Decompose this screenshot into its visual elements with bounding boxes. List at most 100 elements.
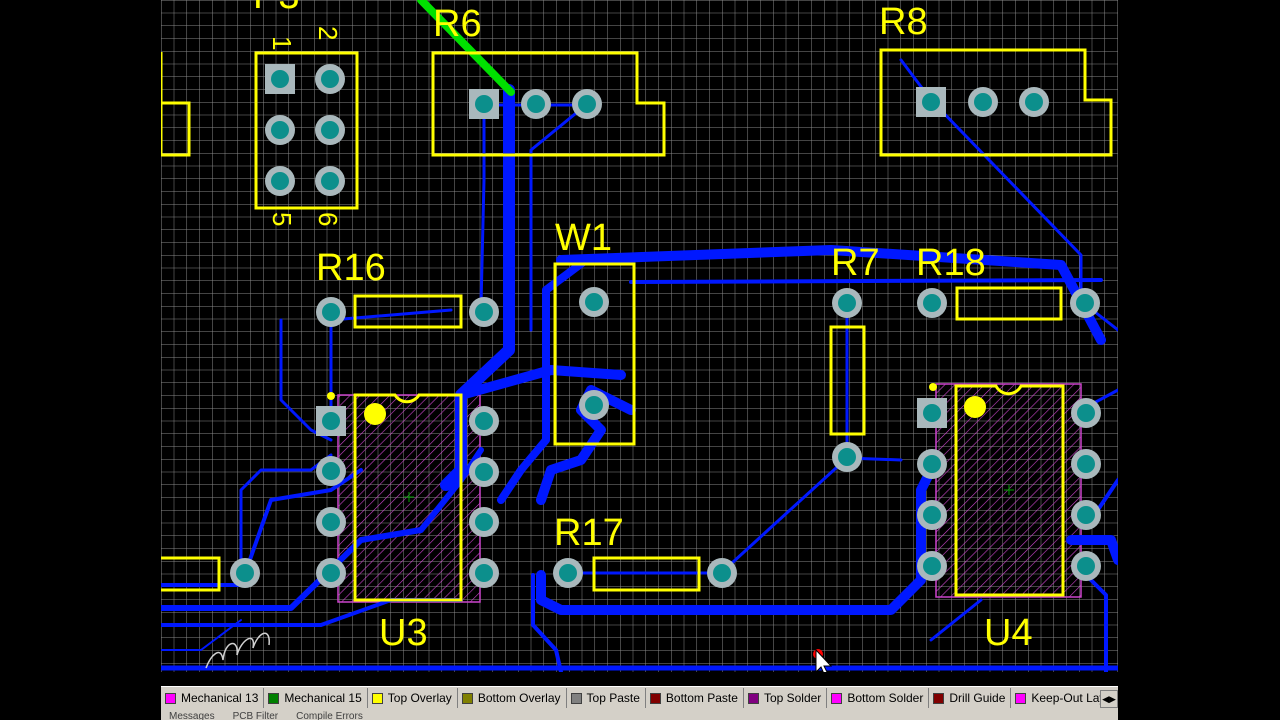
silkscreen (161, 48, 1113, 602)
pad-hole (923, 557, 941, 575)
layer-tab-label: Top Paste (586, 691, 640, 705)
designator-r18: R18 (916, 242, 986, 284)
panel-tab-messages[interactable]: Messages (169, 711, 215, 720)
layer-tab[interactable]: Drill Guide (929, 688, 1012, 708)
designator-r6: R6 (433, 3, 482, 45)
pad-hole (475, 463, 493, 481)
pad-hole (713, 564, 731, 582)
pad-hole (271, 121, 289, 139)
layer-tab-label: Top Overlay (387, 691, 452, 705)
u4-pin1-marker (964, 396, 986, 418)
layer-color-swatch (268, 692, 280, 704)
pad-hole (1077, 506, 1095, 524)
mouse-cursor-icon (815, 648, 833, 672)
pad-hole (527, 95, 545, 113)
pad-hole (585, 293, 603, 311)
pads[interactable] (230, 64, 1101, 588)
layer-tab-label: Mechanical 13 (181, 691, 259, 705)
designator-r7: R7 (831, 242, 880, 284)
layer-tab[interactable]: Bottom Solder (827, 688, 930, 708)
layer-color-swatch (371, 692, 383, 704)
pad-hole (838, 448, 856, 466)
u3-pin1-marker (364, 403, 386, 425)
layer-tab-label: Mechanical 15 (284, 691, 362, 705)
layer-color-swatch (1015, 692, 1027, 704)
pad-hole (974, 93, 992, 111)
layer-color-swatch (649, 692, 661, 704)
pad-hole (321, 121, 339, 139)
layer-color-swatch (831, 692, 843, 704)
pin-label-2: 2 (313, 26, 343, 40)
pad-hole (578, 95, 596, 113)
pad-hole (322, 513, 340, 531)
designator-u4: U4 (984, 612, 1033, 654)
layer-tab[interactable]: Top Solder (744, 688, 828, 708)
pad-hole (559, 564, 577, 582)
pin-label-6: 6 (313, 212, 343, 226)
u4-dot (929, 383, 937, 391)
designators: P3 R6 R8 W1 R16 R7 R18 R17 U3 U4 (253, 0, 1033, 654)
pad-hole (923, 404, 941, 422)
layer-tab[interactable]: Keep-Out Layer (1011, 688, 1118, 708)
layer-tab[interactable]: Mechanical 15 (264, 688, 368, 708)
pad-hole (923, 294, 941, 312)
layer-color-swatch (570, 692, 582, 704)
layer-tab-label: Keep-Out Layer (1031, 691, 1117, 705)
pcb-canvas[interactable]: P3 R6 R8 W1 R16 R7 R18 R17 U3 U4 1 2 5 6 (161, 0, 1118, 672)
panel-tab-pcb-filter[interactable]: PCB Filter (232, 711, 279, 720)
pin-labels: 1 2 5 6 (267, 26, 343, 226)
panel-tabs-bar: Messages PCB Filter Compile Errors (161, 708, 1118, 720)
layer-tab-label: Bottom Paste (665, 691, 738, 705)
pad-hole (585, 396, 603, 414)
component-origins (404, 485, 1014, 502)
pad-hole (1025, 93, 1043, 111)
pad-hole (475, 303, 493, 321)
designator-p: P3 (253, 0, 299, 17)
pin-label-5: 5 (267, 212, 297, 226)
layer-tab[interactable]: Top Overlay (368, 688, 458, 708)
pad-hole (271, 70, 289, 88)
pad-hole (322, 462, 340, 480)
pad-hole (475, 513, 493, 531)
layer-color-swatch (933, 692, 945, 704)
pad-hole (923, 455, 941, 473)
panel-tab-compile-errors[interactable]: Compile Errors (296, 711, 363, 720)
pad-hole (923, 506, 941, 524)
scroll-right-icon[interactable]: ◀▶ (1100, 690, 1118, 708)
layer-color-swatch (165, 692, 176, 704)
highlighted-track[interactable] (417, 0, 515, 96)
layer-tab-label: Bottom Solder (847, 691, 924, 705)
pad-hole (321, 70, 339, 88)
layer-tab-list: Mechanical 13 Mechanical 15 Top Overlay Bot… (161, 688, 1118, 708)
layer-tab-label: Top Solder (763, 691, 822, 705)
designator-r16: R16 (316, 247, 386, 289)
layer-tab[interactable]: Bottom Paste (646, 688, 744, 708)
annotation-scribble (205, 632, 270, 669)
layer-tab[interactable]: Bottom Overlay (458, 688, 567, 708)
pad-hole (322, 564, 340, 582)
pad-hole (922, 93, 940, 111)
pad-hole (322, 303, 340, 321)
designator-r17: R17 (554, 512, 624, 554)
pad-hole (475, 564, 493, 582)
layer-color-swatch (747, 692, 759, 704)
pad-hole (322, 412, 340, 430)
layer-color-swatch (461, 692, 473, 704)
tracks (161, 58, 1118, 672)
pad-hole (1077, 404, 1095, 422)
pad-hole (1077, 455, 1095, 473)
designator-u3: U3 (379, 612, 428, 654)
layer-tab[interactable]: Top Paste (567, 688, 646, 708)
layer-tab[interactable]: Mechanical 13 (161, 688, 265, 708)
canvas-bottom-band (161, 672, 1118, 686)
pad-hole (838, 294, 856, 312)
pad-hole (271, 172, 289, 190)
pad-hole (321, 172, 339, 190)
pad-hole (236, 564, 254, 582)
layer-tabs-bar: Mechanical 13 Mechanical 15 Top Overlay Bot… (161, 686, 1118, 709)
u3-dot (327, 392, 335, 400)
layer-tab-label: Bottom Overlay (477, 691, 561, 705)
pad-hole (475, 412, 493, 430)
pin-label-1: 1 (267, 36, 297, 50)
pad-hole (1077, 557, 1095, 575)
